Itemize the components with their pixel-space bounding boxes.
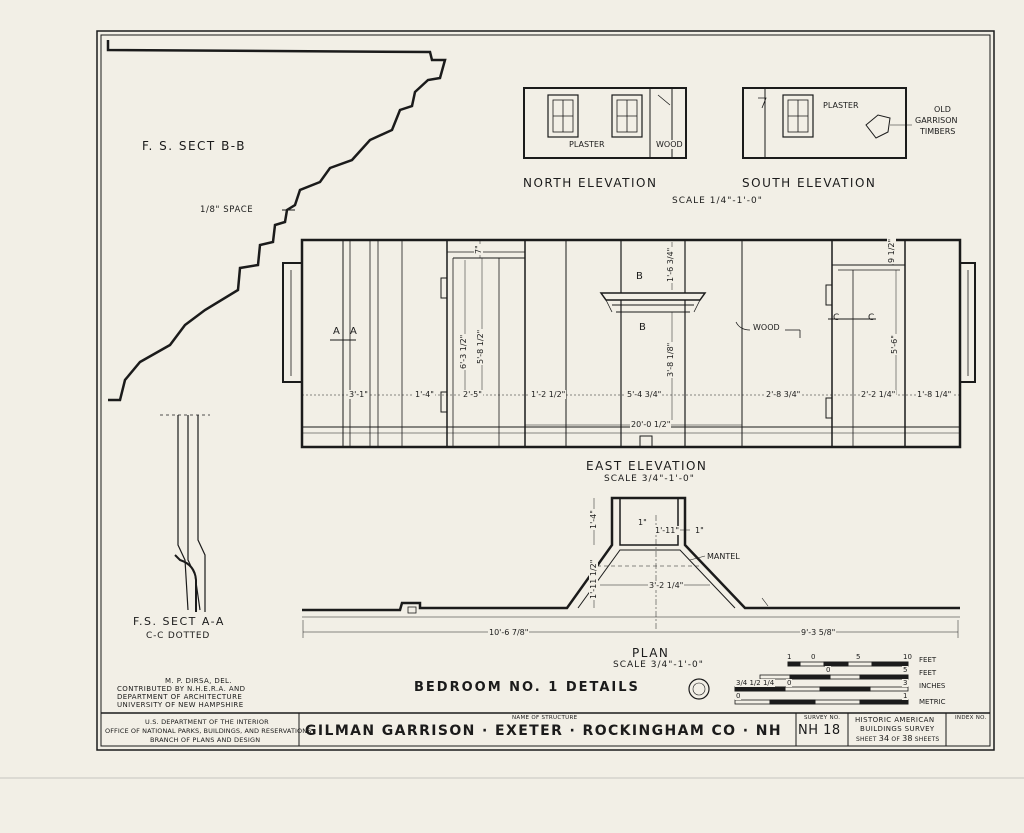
north-elevation-outline xyxy=(523,87,687,159)
section-aa-subtitle: C-C DOTTED xyxy=(146,631,211,641)
vdim-5-8-half: 5'-8 1/2" xyxy=(476,328,485,365)
north-elevation-title: NORTH ELEVATION xyxy=(523,176,658,190)
vdim-9-half: 9 1/2" xyxy=(887,237,896,264)
plan-dim-3-2-1q: 3'-2 1/4" xyxy=(648,581,685,590)
outer-border xyxy=(96,30,995,751)
east-wood-label: WOOD xyxy=(752,323,781,332)
section-mark-a-right: A xyxy=(350,326,359,337)
dim-1-4: 1'-4" xyxy=(414,390,435,399)
plan-mantel-label: MANTEL xyxy=(706,552,741,561)
agency-line-3: BRANCH OF PLANS AND DESIGN xyxy=(150,736,261,744)
plan-outline xyxy=(302,496,960,612)
scale-metric-label: METRIC xyxy=(918,698,947,706)
credit-department: DEPARTMENT OF ARCHITECTURE xyxy=(117,693,243,701)
dim-2-5: 2'-5" xyxy=(462,390,483,399)
plan-dim-1-11-half: 1'-11 1/2" xyxy=(589,558,598,600)
scale-feet2-label: FEET xyxy=(918,669,938,677)
scale-inches-3: 3 xyxy=(902,679,909,687)
plan-dim-1-right: 1" xyxy=(694,526,705,535)
south-timbers-label-1: OLD xyxy=(933,105,952,114)
east-elevation-title: EAST ELEVATION xyxy=(586,459,708,473)
habs-seal xyxy=(688,678,710,700)
vdim-5-6: 5'-6" xyxy=(890,334,899,355)
survey-number: NH 18 xyxy=(798,723,841,738)
scale-feet2-5: 5 xyxy=(902,666,909,674)
inner-border xyxy=(100,34,991,747)
elevations-scale: SCALE 1/4"-1'-0" xyxy=(672,196,763,206)
section-bb-space-note: 1/8" SPACE xyxy=(200,205,254,215)
scale-inches-label: INCHES xyxy=(918,682,947,690)
scale-feet-label: FEET xyxy=(918,656,938,664)
scale-metric-0: 0 xyxy=(735,692,742,700)
survey-number-label: SURVEY NO. xyxy=(804,715,841,721)
section-bb-profile xyxy=(106,40,447,402)
dim-2-8-3q: 2'-8 3/4" xyxy=(765,390,802,399)
plan-dim-1-4: 1'-4" xyxy=(589,509,598,530)
north-plaster-label: PLASTER xyxy=(568,140,606,149)
south-elevation-title: SOUTH ELEVATION xyxy=(742,176,877,190)
south-plaster-label: PLASTER xyxy=(822,101,860,110)
structure-name-label: NAME OF STRUCTURE xyxy=(512,715,578,721)
section-bb-title: F. S. SECT B-B xyxy=(142,139,246,153)
scale-feet-1: 1 xyxy=(786,653,793,661)
credit-delineator: M. P. DIRSA, DEL. xyxy=(165,677,232,685)
habs-line-2: BUILDINGS SURVEY xyxy=(860,725,935,733)
plan-dim-1-11: 1'-11" xyxy=(654,526,681,535)
section-mark-a-left: A xyxy=(333,326,342,337)
habs-line-1: HISTORIC AMERICAN xyxy=(855,716,935,724)
garrison-timber-symbol xyxy=(865,114,891,139)
south-timbers-label-3: TIMBERS xyxy=(919,127,957,136)
dim-2-2-1q: 2'-2 1/4" xyxy=(860,390,897,399)
sheet-word: SHEET xyxy=(856,736,877,743)
south-elevation-outline xyxy=(742,87,907,159)
index-number-label: INDEX NO. xyxy=(955,715,987,721)
sheets-word: SHEETS xyxy=(914,736,940,743)
credit-contributed: CONTRIBUTED BY N.H.E.R.A. AND xyxy=(117,685,246,693)
agency-line-1: U.S. DEPARTMENT OF THE INTERIOR xyxy=(145,718,269,726)
scale-inches-fractions: 3/4 1/2 1/4 xyxy=(735,679,776,687)
of-word: OF xyxy=(891,736,900,743)
plan-dim-left: 10'-6 7/8" xyxy=(488,628,530,637)
mantel-shelf xyxy=(599,292,707,301)
vdim-3-8-eighth: 3'-8 1/8" xyxy=(666,341,675,378)
sheet-number: 34 xyxy=(878,734,890,743)
section-mark-c-right: C xyxy=(868,313,876,323)
credit-university: UNIVERSITY OF NEW HAMPSHIRE xyxy=(117,701,244,709)
north-wood-label: WOOD xyxy=(655,140,684,149)
dim-3-1: 3'-1" xyxy=(348,390,369,399)
dim-total-east: 20'-0 1/2" xyxy=(630,420,672,429)
sheet-total: 38 xyxy=(902,734,913,743)
section-mark-b-bottom: B xyxy=(639,322,648,333)
scale-inches-0: 0 xyxy=(786,679,793,687)
vdim-6-3-half: 6'-3 1/2" xyxy=(459,333,468,370)
dim-5-4-3q: 5'-4 3/4" xyxy=(626,390,663,399)
plan-title: PLAN xyxy=(632,646,670,660)
section-aa-profile xyxy=(177,415,189,611)
scale-feet-5: 5 xyxy=(855,653,862,661)
scale-metric-1: 1 xyxy=(902,692,909,700)
plan-dim-1-left: 1" xyxy=(637,518,648,527)
structure-name: GILMAN GARRISON · EXETER · ROCKINGHAM CO… xyxy=(305,723,782,739)
sheet-number-line: SHEET 34 OF 38 SHEETS xyxy=(856,734,939,743)
section-mark-c-left: C xyxy=(833,313,841,323)
vdim-7: 7" xyxy=(474,244,483,255)
vdim-1-6-3q: 1'-6 3/4" xyxy=(666,246,675,283)
scale-feet-10: 10 xyxy=(902,653,913,661)
plan-dim-right: 9'-3 5/8" xyxy=(800,628,837,637)
dim-1-8-1q: 1'-8 1/4" xyxy=(916,390,953,399)
south-timbers-label-2: GARRISON xyxy=(914,116,959,125)
east-elevation-scale: SCALE 3/4"-1'-0" xyxy=(604,474,695,484)
east-elevation-outline xyxy=(300,238,962,449)
plan-scale: SCALE 3/4"-1'-0" xyxy=(613,660,704,670)
scale-feet2-0: 0 xyxy=(825,666,832,674)
scale-feet-0: 0 xyxy=(810,653,817,661)
agency-line-2: OFFICE OF NATIONAL PARKS, BUILDINGS, AND… xyxy=(105,727,312,735)
section-mark-b-top: B xyxy=(636,271,645,282)
dim-1-2-half: 1'-2 1/2" xyxy=(530,390,567,399)
section-aa-title: F.S. SECT A-A xyxy=(133,615,225,628)
drawing-title: BEDROOM NO. 1 DETAILS xyxy=(414,680,640,695)
